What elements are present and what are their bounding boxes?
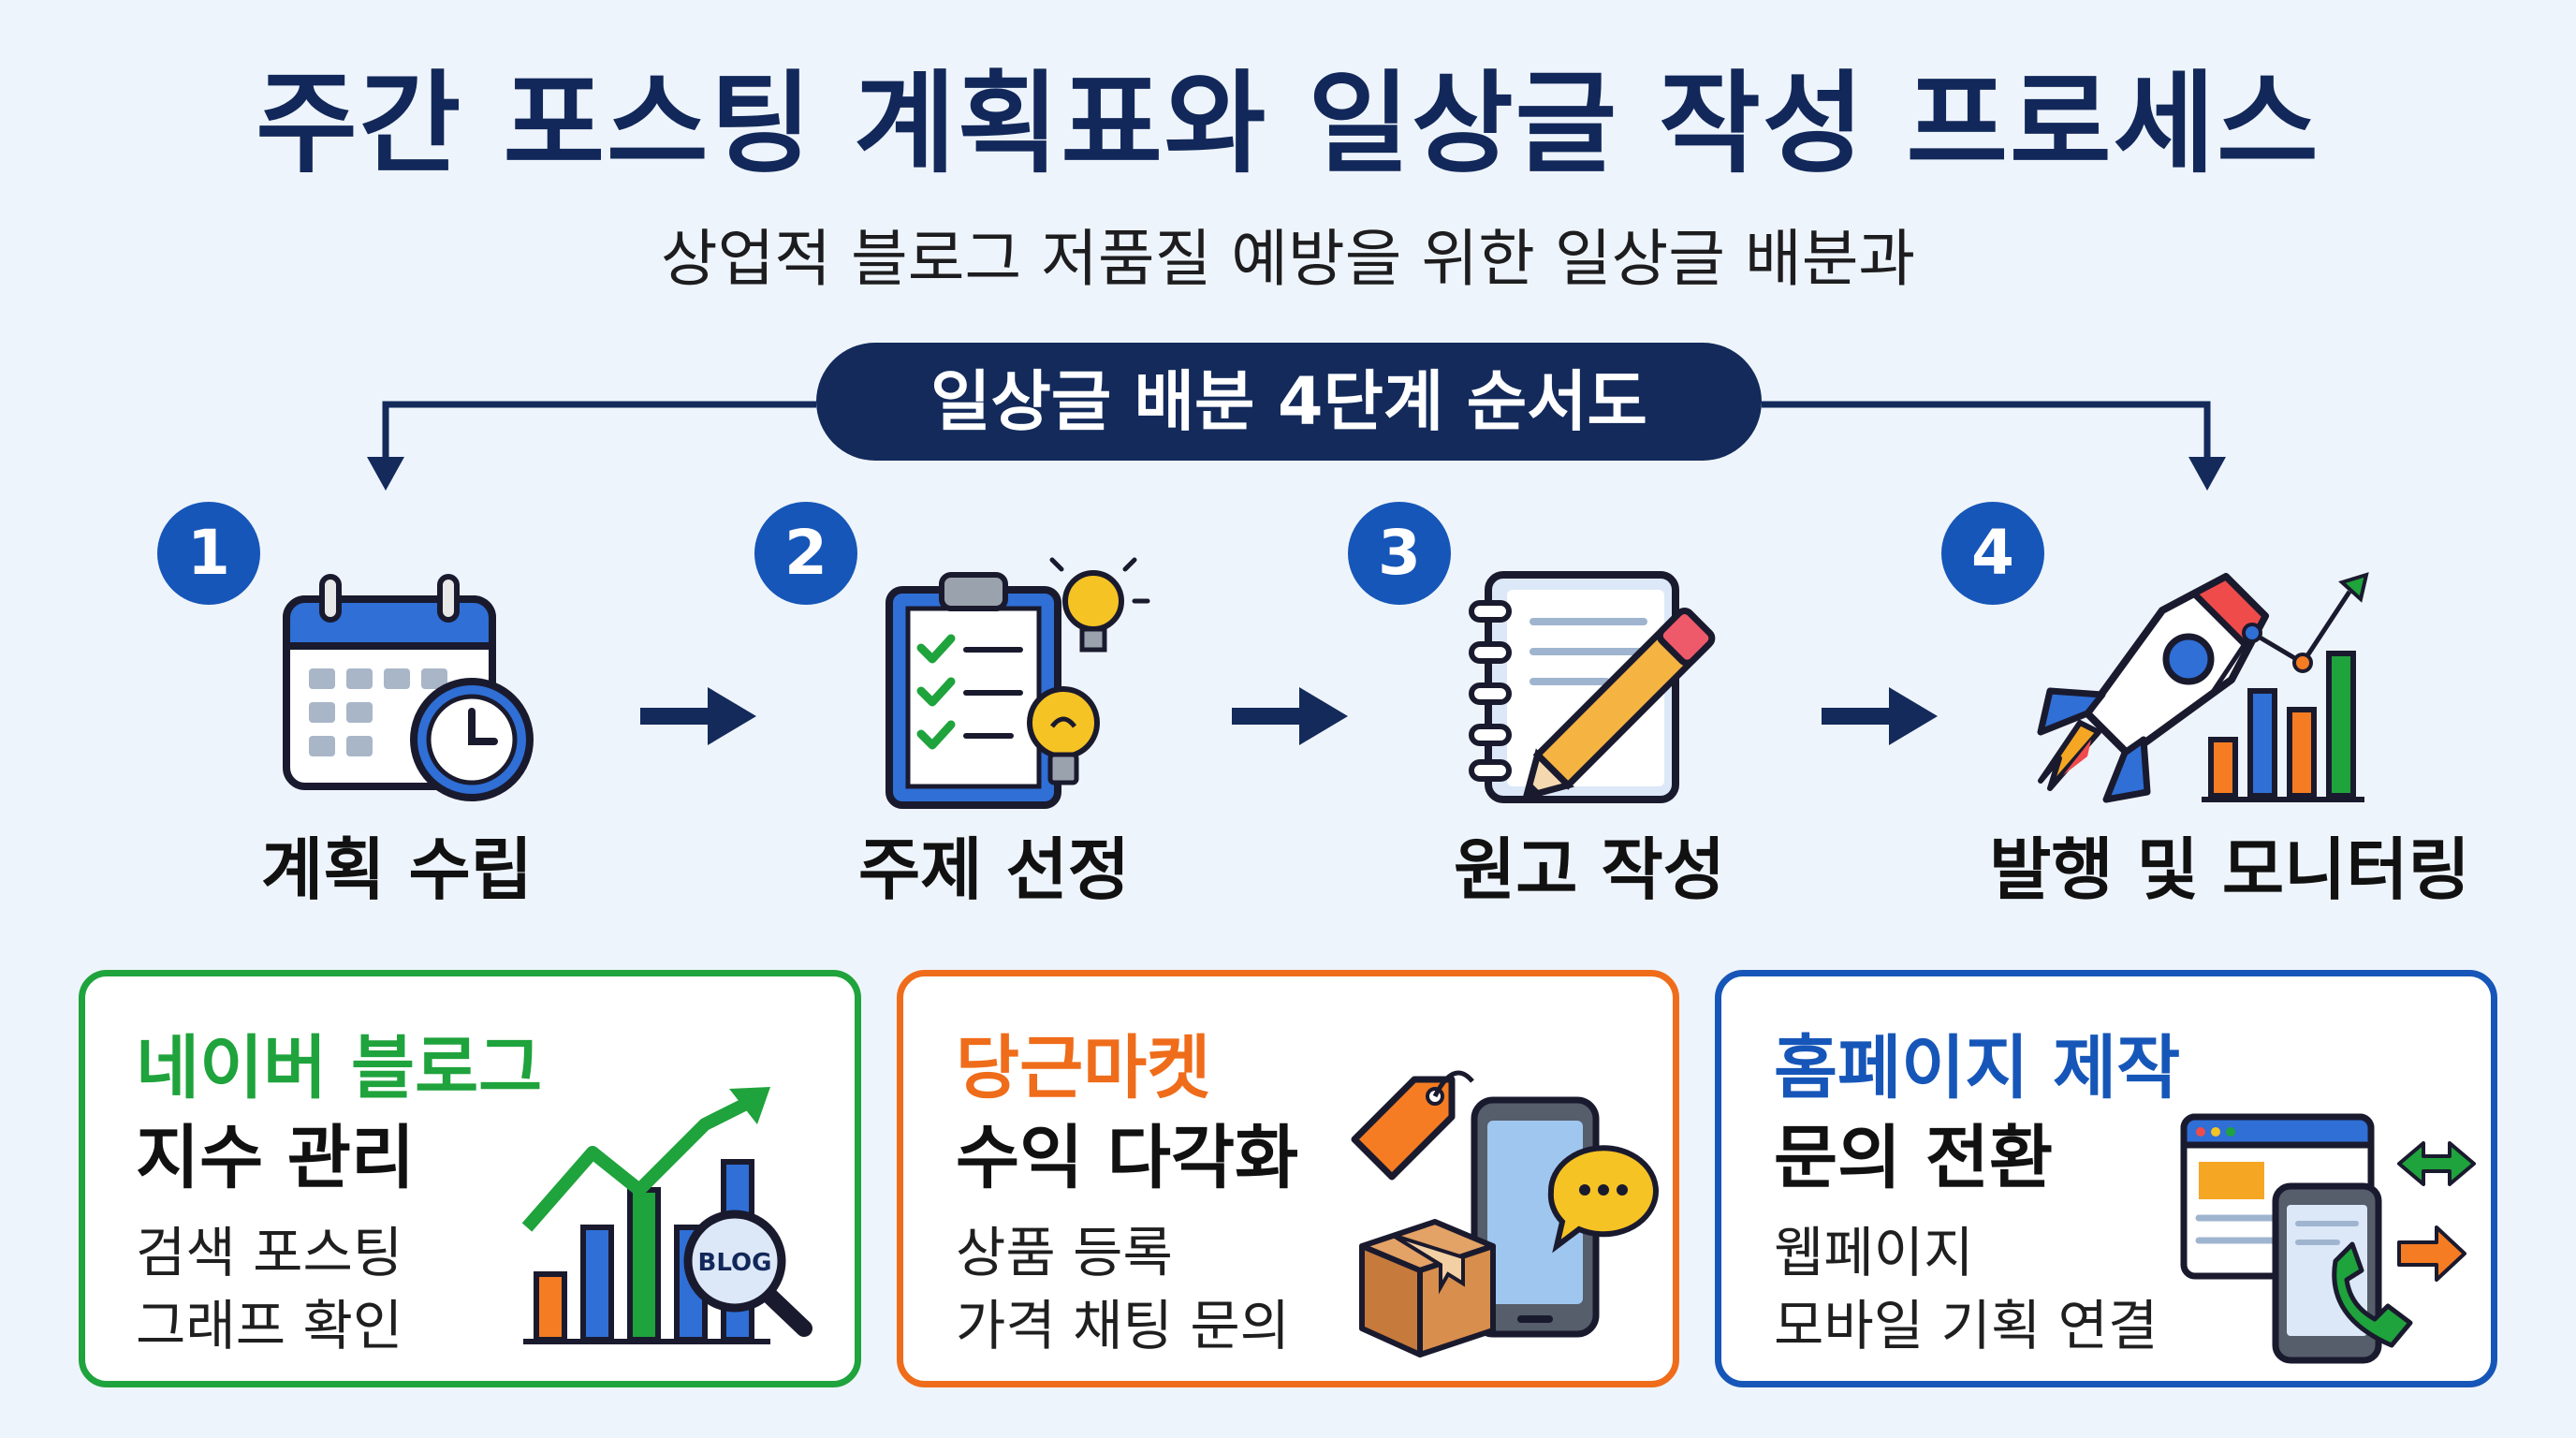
blog-growth-chart-icon: BLOG: [521, 1087, 812, 1344]
step-3-label: 원고 작성: [1453, 830, 1726, 909]
page-title: 주간 포스팅 계획표와 일상글 작성 프로세스: [256, 59, 2320, 188]
flow-label-pill: 일상글 배분 4단계 순서도: [816, 343, 1762, 461]
step-4-badge: 4: [1941, 502, 2044, 605]
card-naver-blog-heading: 네이버 블로그: [136, 1028, 543, 1108]
step-3-badge: 3: [1348, 502, 1451, 605]
step-1-label: 계획 수립: [260, 830, 534, 909]
step-4-label: 발행 및 모니터링: [1989, 830, 2470, 909]
package-box-icon: [1359, 1219, 1496, 1357]
card-danggeun-line-1: 상품 등록: [956, 1221, 1173, 1284]
card-homepage: 홈페이지 제작 문의 전환 웹페이지 모바일 기획 연결: [1715, 970, 2497, 1387]
card-naver-blog: 네이버 블로그 지수 관리 검색 포스팅 그래프 확인 BLOG: [79, 970, 861, 1387]
chat-bubble-icon: [1547, 1145, 1659, 1254]
rocket-chart-icon: [2037, 572, 2369, 803]
marketplace-phone-icon: [1351, 1070, 1659, 1357]
step-2-badge: 2: [754, 502, 857, 605]
card-danggeun-heading: 당근마켓: [956, 1028, 1211, 1108]
phone-call-icon: [2332, 1241, 2413, 1348]
right-arrow-icon: [2397, 1225, 2466, 1282]
notebook-pencil-icon: [1469, 571, 1716, 803]
card-homepage-subheading: 문의 전환: [1774, 1118, 2054, 1198]
web-mobile-icon: [2180, 1113, 2476, 1364]
mobile-phone-icon: [2272, 1182, 2382, 1364]
card-danggeun-subheading: 수익 다각화: [956, 1118, 1299, 1198]
card-danggeun-line-2: 가격 채팅 문의: [956, 1294, 1291, 1357]
card-homepage-line-1: 웹페이지: [1774, 1221, 1974, 1284]
blog-magnifier-text: BLOG: [698, 1249, 772, 1277]
card-danggeun-market: 당근마켓 수익 다각화 상품 등록 가격 채팅 문의: [897, 970, 1679, 1387]
card-naver-blog-line-2: 그래프 확인: [136, 1294, 403, 1357]
step-1-badge: 1: [157, 502, 260, 605]
card-naver-blog-subheading: 지수 관리: [136, 1118, 416, 1198]
step-2-label: 주제 선정: [857, 830, 1131, 909]
card-homepage-line-2: 모바일 기획 연결: [1774, 1294, 2159, 1357]
clipboard-checklist-icon: [886, 557, 1150, 809]
calendar-clock-icon: [283, 574, 534, 801]
page-subtitle: 상업적 블로그 저품질 예방을 위한 일상글 배분과: [660, 223, 1916, 295]
lightbulb-icon: [1049, 557, 1150, 653]
card-homepage-heading: 홈페이지 제작: [1774, 1028, 2181, 1108]
price-tag-icon: [1351, 1070, 1474, 1181]
two-way-arrow-icon: [2397, 1141, 2476, 1186]
lightbulb-icon: [1027, 686, 1100, 785]
card-naver-blog-line-1: 검색 포스팅: [136, 1221, 403, 1284]
